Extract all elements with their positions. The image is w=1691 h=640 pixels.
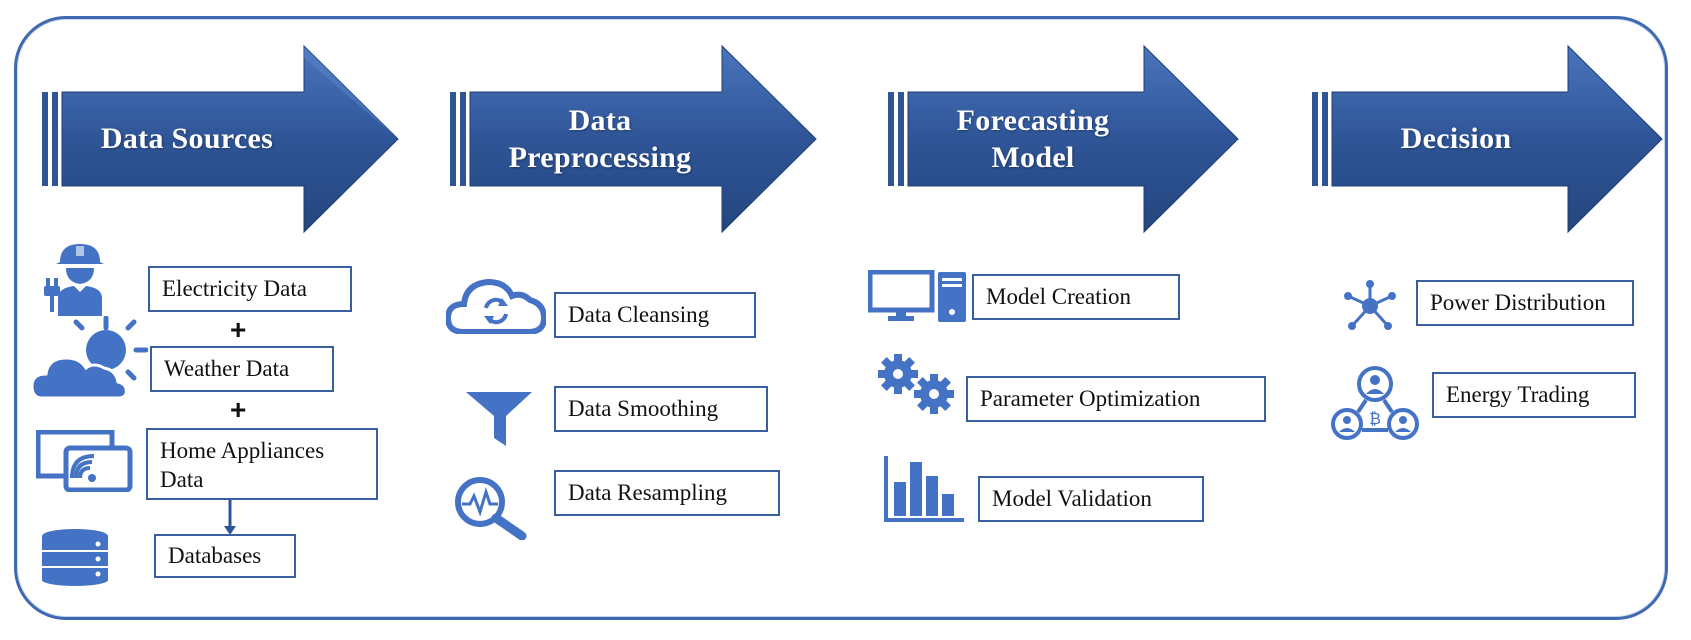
stage-arrow-data-preprocessing: Data Preprocessing [450, 44, 818, 234]
sun-cloud-icon [30, 315, 149, 405]
svg-text:₿: ₿ [1369, 410, 1381, 428]
stage-arrow-forecasting-model: Forecasting Model [888, 44, 1240, 234]
parameter-optimization-box: Parameter Optimization [966, 376, 1266, 422]
electricity-data-box: Electricity Data [148, 266, 352, 312]
electricity-data-label: Electricity Data [162, 276, 307, 301]
model-validation-box: Model Validation [978, 476, 1204, 522]
data-smoothing-label: Data Smoothing [568, 396, 719, 421]
home-appliances-data-box: Home Appliances Data [146, 428, 378, 500]
cloud-sync-icon [444, 276, 548, 339]
power-distribution-label: Power Distribution [1430, 290, 1606, 315]
data-smoothing-box: Data Smoothing [554, 386, 768, 432]
electrician-worker-icon [44, 242, 116, 321]
stage-title: Forecasting Model [956, 104, 1110, 174]
network-hub-icon [1342, 280, 1398, 337]
down-arrow-connector [222, 500, 238, 541]
stage-arrow-data-sources: Data Sources [42, 44, 402, 234]
plus-sign: + [230, 314, 247, 345]
data-resampling-box: Data Resampling [554, 470, 780, 516]
bar-chart-icon [882, 456, 964, 529]
stage-arrow-decision: Decision [1312, 44, 1664, 234]
people-exchange-icon: ₿ [1330, 366, 1420, 447]
energy-trading-label: Energy Trading [1446, 382, 1590, 407]
diagram-frame [14, 16, 1668, 620]
weather-data-label: Weather Data [164, 356, 290, 381]
gears-icon [876, 352, 960, 421]
parameter-optimization-label: Parameter Optimization [980, 386, 1201, 411]
model-creation-box: Model Creation [972, 274, 1180, 320]
smart-appliance-icon [35, 429, 134, 497]
plus-sign: + [230, 394, 247, 425]
data-resampling-label: Data Resampling [568, 480, 728, 505]
data-cleansing-label: Data Cleansing [568, 302, 710, 327]
stage-title: Data Preprocessing [508, 104, 692, 174]
stage-title: Data Sources [100, 122, 274, 155]
home-appliances-label-line1: Home Appliances [160, 438, 325, 463]
power-distribution-box: Power Distribution [1416, 280, 1634, 326]
home-appliances-label-line2: Data [160, 467, 204, 492]
databases-box: Databases [154, 534, 296, 578]
funnel-icon [464, 390, 534, 451]
weather-data-box: Weather Data [150, 346, 334, 392]
stage-title: Decision [1400, 122, 1512, 155]
data-cleansing-box: Data Cleansing [554, 292, 756, 338]
energy-trading-box: Energy Trading [1432, 372, 1636, 418]
computer-icon [867, 269, 968, 327]
model-creation-label: Model Creation [986, 284, 1131, 309]
model-validation-label: Model Validation [992, 486, 1152, 511]
database-icon [40, 528, 110, 591]
databases-label: Databases [168, 543, 262, 568]
magnifier-signal-icon [452, 476, 528, 545]
